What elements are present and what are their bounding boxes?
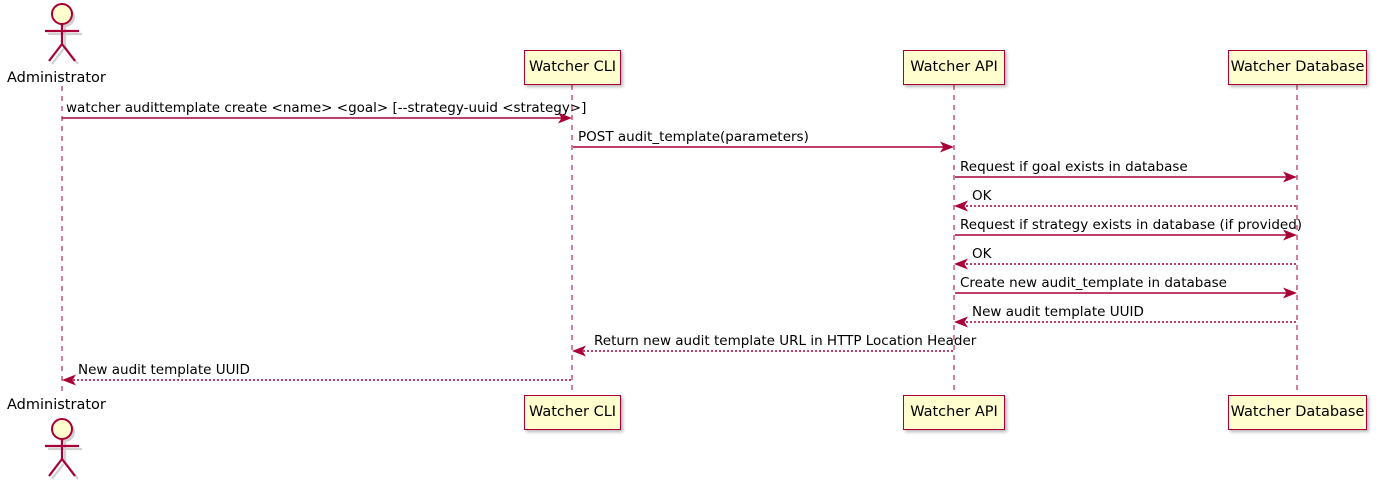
- message-arrow-9: [572, 345, 953, 357]
- message-arrow-5: [955, 229, 1297, 241]
- message-label-9: Return new audit template URL in HTTP Lo…: [594, 333, 977, 349]
- message-label-5: Request if strategy exists in database (…: [960, 217, 1303, 233]
- message-label-3: Request if goal exists in database: [960, 159, 1188, 175]
- actor-label-administrator-bottom: Administrator: [7, 397, 106, 413]
- message-arrow-6: [954, 258, 1296, 270]
- participant-box-watcher-api-top[interactable]: Watcher API: [903, 50, 1005, 85]
- message-arrow-8: [954, 316, 1296, 328]
- message-label-8: New audit template UUID: [972, 304, 1144, 320]
- message-arrow-4: [954, 200, 1296, 212]
- actor-figure-bottom: [45, 418, 82, 480]
- message-label-7: Create new audit_template in database: [960, 275, 1227, 291]
- participant-box-watcher-cli-top[interactable]: Watcher CLI: [524, 50, 621, 85]
- message-label-1: watcher audittemplate create <name> <goa…: [66, 100, 587, 116]
- message-label-10: New audit template UUID: [78, 362, 250, 378]
- message-arrow-3: [955, 171, 1297, 183]
- participant-box-watcher-database-top[interactable]: Watcher Database: [1228, 50, 1367, 85]
- participant-box-watcher-database-bottom[interactable]: Watcher Database: [1228, 395, 1367, 430]
- message-arrow-1: [62, 112, 572, 124]
- message-arrow-2: [573, 141, 954, 153]
- message-label-4: OK: [972, 188, 992, 204]
- participant-box-watcher-cli-bottom[interactable]: Watcher CLI: [524, 395, 621, 430]
- message-label-6: OK: [972, 246, 992, 262]
- actor-label-administrator-top: Administrator: [7, 70, 106, 86]
- message-arrow-7: [955, 287, 1297, 299]
- actor-figure-top: [45, 3, 82, 65]
- message-arrow-10: [62, 374, 571, 386]
- participant-box-watcher-api-bottom[interactable]: Watcher API: [903, 395, 1005, 430]
- message-label-2: POST audit_template(parameters): [578, 129, 809, 145]
